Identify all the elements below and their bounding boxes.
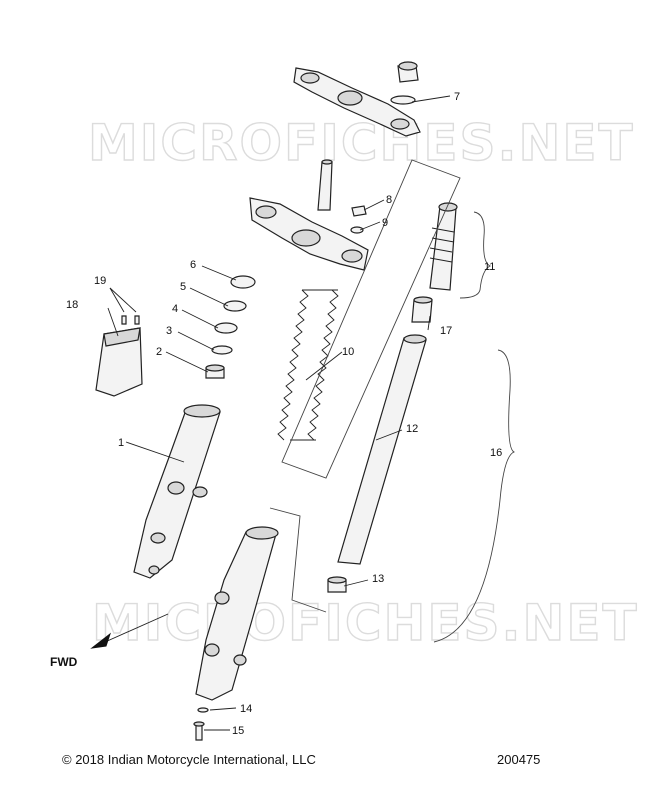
washer-9 <box>350 226 364 234</box>
assembly-line-left <box>281 159 461 479</box>
callout-9: 9 <box>382 217 388 229</box>
cap-13 <box>327 576 347 593</box>
steering-stem <box>317 159 333 211</box>
callout-18: 18 <box>66 299 78 311</box>
diagram-number: 200475 <box>497 752 540 767</box>
callout-5: 5 <box>180 281 186 293</box>
copyright-text: © 2018 Indian Motorcycle International, … <box>62 752 316 767</box>
fork-guard-18 <box>95 327 143 397</box>
callout-13: 13 <box>372 573 384 585</box>
screws-19 <box>121 315 140 325</box>
callout-19: 19 <box>94 275 106 287</box>
callout-11: 11 <box>484 261 495 273</box>
fork-spring-10 <box>277 289 339 441</box>
callout-17: 17 <box>440 325 452 337</box>
ring-3 <box>211 345 233 355</box>
washer-14 <box>197 707 209 713</box>
bolt-15 <box>193 721 205 741</box>
callout-4: 4 <box>172 303 178 315</box>
watermark-bottom: MICROFICHES.NET <box>92 594 639 652</box>
upper-triple-clamp <box>293 61 421 137</box>
callout-6: 6 <box>190 259 196 271</box>
fwd-label: FWD <box>50 655 78 669</box>
watermark-top: MICROFICHES.NET <box>88 114 635 172</box>
callout-15: 15 <box>232 725 244 737</box>
callout-1: 1 <box>118 437 124 449</box>
bracket-16 <box>433 349 516 643</box>
nut-8 <box>351 205 367 217</box>
washer-5 <box>223 300 247 312</box>
callout-8: 8 <box>386 194 392 206</box>
fork-tube-12 <box>337 334 427 565</box>
bushing-17 <box>411 296 433 323</box>
callout-7: 7 <box>454 91 460 103</box>
lower-triple-clamp <box>249 197 369 271</box>
callout-14: 14 <box>240 703 252 715</box>
callout-12: 12 <box>406 423 418 435</box>
callout-2: 2 <box>156 346 162 358</box>
callout-16: 16 <box>490 447 502 459</box>
damper-rod-11 <box>429 202 458 291</box>
seal-6 <box>230 275 256 289</box>
bracket-11 <box>459 211 492 299</box>
assembly-line-lower <box>269 507 327 613</box>
fork-slider-right <box>195 526 279 701</box>
ring-4 <box>214 322 238 334</box>
callout-10: 10 <box>342 346 354 358</box>
fork-slider-1 <box>133 404 221 579</box>
leader-lines <box>107 95 451 731</box>
fwd-arrow-icon <box>90 613 169 649</box>
bushing-2 <box>205 364 225 379</box>
callout-3: 3 <box>166 325 172 337</box>
